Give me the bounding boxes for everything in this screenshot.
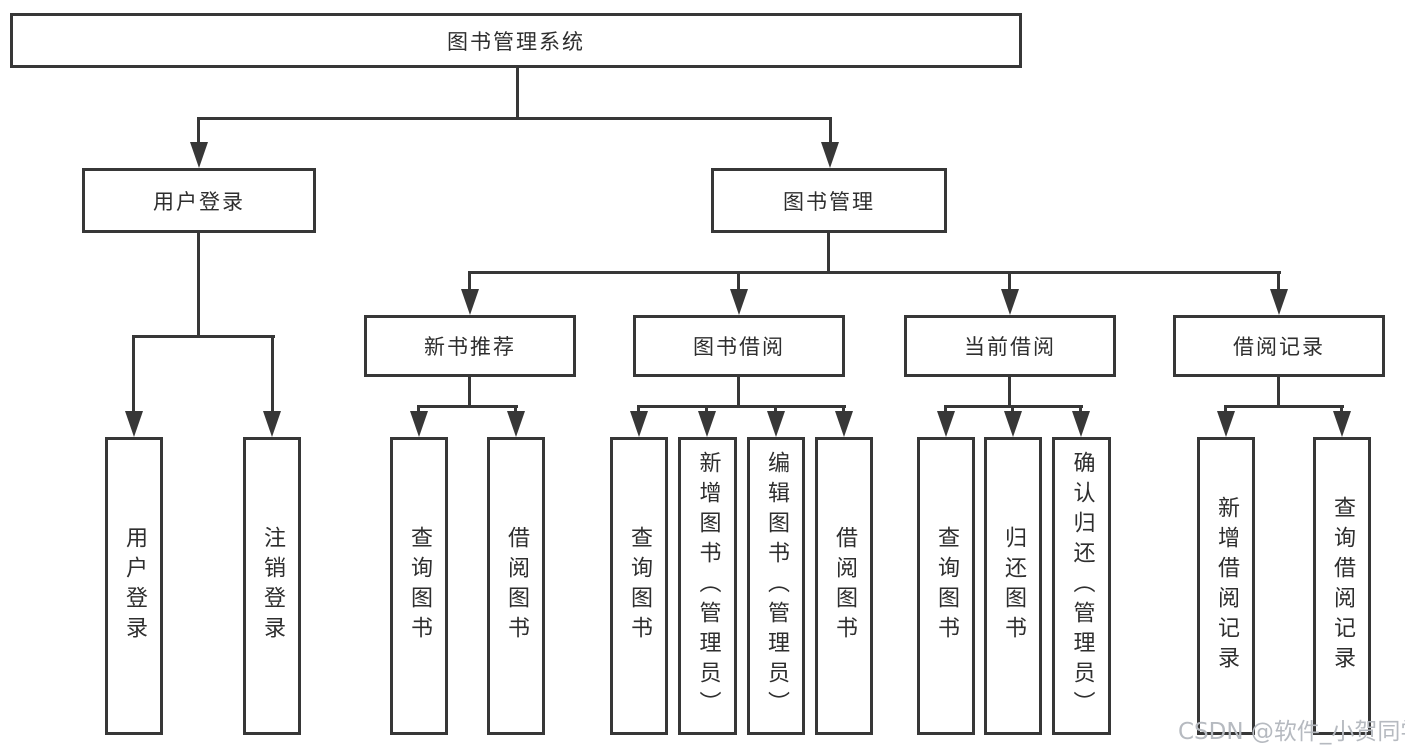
leaf-edit-book-admin: 编辑图书（管理员） <box>747 437 805 735</box>
leaf-query-books-recommend: 查询图书 <box>390 437 448 735</box>
node-label: 新书推荐 <box>424 335 516 359</box>
node-label: 当前借阅 <box>964 335 1056 359</box>
connector-line <box>468 377 471 407</box>
node-label: 用户登录 <box>153 189 245 214</box>
connector-line <box>1224 405 1344 408</box>
leaf-label: 借阅图书 <box>504 526 529 646</box>
leaf-add-borrow-record: 新增借阅记录 <box>1197 437 1255 735</box>
node-book-management: 图书管理 <box>711 168 947 233</box>
connector-line <box>1277 271 1280 293</box>
arrowhead-down-icon <box>630 411 648 437</box>
node-new-book-recommend: 新书推荐 <box>364 315 576 377</box>
node-user-login: 用户登录 <box>82 168 316 233</box>
leaf-label: 查询图书 <box>934 526 959 646</box>
arrowhead-down-icon <box>1333 411 1351 437</box>
leaf-label: 编辑图书（管理员） <box>764 451 789 721</box>
leaf-query-borrow-record: 查询借阅记录 <box>1313 437 1371 735</box>
connector-line <box>637 405 846 408</box>
arrowhead-down-icon <box>461 289 479 315</box>
node-label: 图书借阅 <box>693 335 785 359</box>
arrowhead-down-icon <box>1270 289 1288 315</box>
arrowhead-down-icon <box>835 411 853 437</box>
arrowhead-down-icon <box>1072 411 1090 437</box>
leaf-user-login: 用户登录 <box>105 437 163 735</box>
leaf-label: 查询图书 <box>407 526 432 646</box>
leaf-label: 用户登录 <box>122 526 147 646</box>
leaf-label: 归还图书 <box>1001 526 1026 646</box>
arrowhead-down-icon <box>767 411 785 437</box>
node-book-borrow: 图书借阅 <box>633 315 845 377</box>
leaf-label: 新增图书（管理员） <box>695 451 721 721</box>
connector-line <box>132 335 135 416</box>
connector-line <box>197 117 200 147</box>
arrowhead-down-icon <box>1001 289 1019 315</box>
connector-line <box>468 271 471 293</box>
connector-line <box>737 271 740 293</box>
arrowhead-down-icon <box>1004 411 1022 437</box>
node-label: 图书管理 <box>783 189 875 214</box>
node-library-system: 图书管理系统 <box>10 13 1022 68</box>
connector-line <box>197 117 832 120</box>
leaf-confirm-return-admin: 确认归还（管理员） <box>1052 437 1111 735</box>
leaf-label: 查询借阅记录 <box>1330 496 1355 676</box>
connector-line <box>1008 271 1011 293</box>
arrowhead-down-icon <box>730 289 748 315</box>
arrowhead-down-icon <box>821 142 839 168</box>
arrowhead-down-icon <box>190 142 208 168</box>
leaf-logout: 注销登录 <box>243 437 301 735</box>
node-borrow-records: 借阅记录 <box>1173 315 1385 377</box>
node-label: 图书管理系统 <box>447 29 585 54</box>
connector-line <box>1008 377 1011 407</box>
leaf-label: 新增借阅记录 <box>1214 496 1239 676</box>
connector-line <box>271 335 274 416</box>
connector-line <box>827 233 830 273</box>
arrowhead-down-icon <box>698 411 716 437</box>
connector-line <box>132 335 275 338</box>
watermark: CSDN @软件_小贺同学 <box>1178 719 1405 745</box>
leaf-return-book: 归还图书 <box>984 437 1042 735</box>
connector-line <box>737 377 740 407</box>
connector-line <box>829 117 832 147</box>
arrowhead-down-icon <box>1217 411 1235 437</box>
leaf-label: 注销登录 <box>260 526 285 646</box>
leaf-add-book-admin: 新增图书（管理员） <box>678 437 737 735</box>
leaf-label: 借阅图书 <box>832 526 857 646</box>
node-label: 借阅记录 <box>1233 335 1325 359</box>
connector-line <box>468 271 1281 274</box>
arrowhead-down-icon <box>937 411 955 437</box>
leaf-query-books-borrow: 查询图书 <box>610 437 668 735</box>
arrowhead-down-icon <box>410 411 428 437</box>
connector-line <box>197 233 200 337</box>
leaf-label: 确认归还（管理员） <box>1069 451 1095 721</box>
arrowhead-down-icon <box>125 411 143 437</box>
node-current-borrow: 当前借阅 <box>904 315 1116 377</box>
connector-line <box>1277 377 1280 407</box>
arrowhead-down-icon <box>507 411 525 437</box>
leaf-query-books-current: 查询图书 <box>917 437 975 735</box>
arrowhead-down-icon <box>263 411 281 437</box>
leaf-label: 查询图书 <box>627 526 652 646</box>
leaf-borrow-books-recommend: 借阅图书 <box>487 437 545 735</box>
leaf-borrow-books: 借阅图书 <box>815 437 873 735</box>
connector-line <box>417 405 518 408</box>
connector-line <box>516 67 519 120</box>
